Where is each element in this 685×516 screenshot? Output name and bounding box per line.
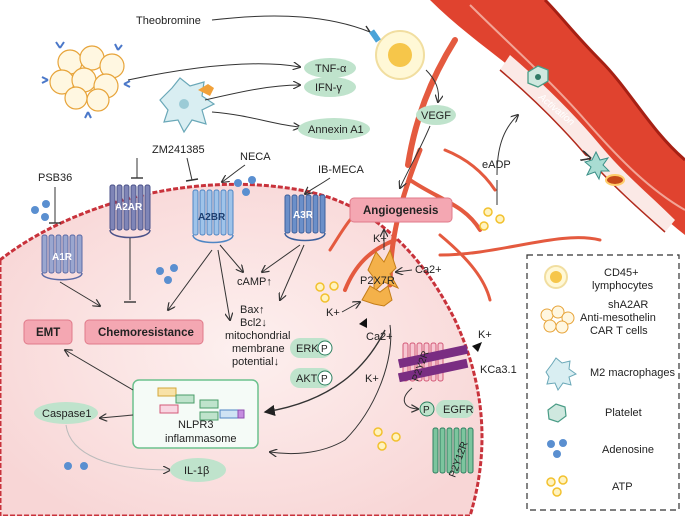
a3r-receptor [284, 194, 326, 242]
psb36-label: PSB36 [38, 172, 72, 184]
caspase1-label: Caspase1 [42, 408, 92, 420]
car-t-cell-cluster-icon [41, 41, 131, 119]
k-plus-label-right: K+ [478, 329, 492, 341]
annexin-a1-label: Annexin A1 [308, 124, 364, 136]
k-plus-label-top: K+ [373, 233, 387, 245]
chemoresistance-box [84, 319, 204, 345]
emt-box [23, 319, 73, 345]
legend-adenosine-label: Adenosine [602, 444, 654, 456]
camp-label: cAMP↑ [237, 276, 272, 288]
nlrp3-complex-icon [157, 387, 245, 421]
egfr-box [436, 400, 474, 418]
legend-atp-icon [546, 475, 568, 497]
p2x7r-receptor [361, 248, 400, 307]
potential-label: potential↓ [232, 356, 279, 368]
a2br-label: A2BR [198, 212, 226, 223]
legend-car-t-line2: Anti-mesothelin [580, 312, 656, 324]
a1r-receptor [41, 234, 83, 281]
legend-macrophage-icon [545, 357, 578, 392]
angiogenesis-label: Angiogenesis [363, 205, 438, 217]
erk-label: ERK [296, 343, 319, 355]
erk-p-label: P [321, 344, 328, 355]
cd45-lymphocyte-icon [369, 29, 425, 80]
membrane-label: membrane [232, 343, 285, 355]
tnf-alpha-oval [304, 58, 356, 78]
egfr-label: EGFR [443, 404, 474, 416]
blood-vessel [328, 0, 685, 302]
a2ar-receptor [109, 184, 151, 239]
nlrp3-label: NLPR3 [178, 419, 213, 431]
zm241385-label: ZM241385 [152, 144, 205, 156]
tnf-alpha-label: TNF-α [315, 63, 347, 75]
ifn-gamma-label: IFN-γ [315, 82, 342, 94]
ca2-label-top: Ca2+ [415, 264, 442, 276]
ib-meca-label: IB-MECA [318, 164, 365, 176]
chemoresistance-label: Chemoresistance [98, 327, 194, 339]
kca31-label: KCa3.1 [480, 364, 517, 376]
k-plus-label-low: K+ [365, 373, 379, 385]
a3r-label: A3R [293, 210, 314, 221]
vegf-oval [416, 105, 456, 125]
legend-platelet-label: Platelet [605, 407, 642, 419]
activated-platelet-icon [583, 150, 611, 181]
mitochondrial-label: mitochondrial [225, 330, 290, 342]
neca-label: NECA [240, 151, 271, 163]
emt-label: EMT [36, 327, 60, 339]
bax-label: Bax↑ [240, 304, 264, 316]
legend-car-t-line3: CAR T cells [590, 325, 648, 337]
eadp-label: eADP [482, 159, 511, 171]
legend-atp-label: ATP [612, 481, 633, 493]
akt-p-label: P [321, 374, 328, 385]
akt-label: AKT [296, 373, 318, 385]
a1r-label: A1R [52, 252, 73, 263]
caspase1-oval [34, 402, 98, 424]
theobromine-label: Theobromine [136, 15, 201, 27]
legend-car-t-line1: shA2AR [608, 299, 648, 311]
legend-platelet-icon [547, 403, 567, 423]
legend-lymphocyte-line2: lymphocytes [592, 280, 654, 292]
ca2-label-mid: Ca2+ [366, 331, 393, 343]
il1b-oval [170, 458, 226, 482]
p2x7r-label: P2X7R [360, 275, 395, 287]
bcl2-label: Bcl2↓ [240, 317, 267, 329]
a2br-receptor [192, 189, 234, 244]
kca31-channel [397, 344, 469, 383]
egfr-p-label: P [423, 405, 430, 416]
rbc-icon [605, 174, 625, 186]
legend-car-t-icon [540, 305, 575, 334]
angiogenesis-box [349, 197, 453, 223]
il1b-label: IL-1β [184, 465, 209, 477]
nlrp3-box [132, 379, 259, 449]
m2-macrophage-icon [159, 77, 216, 134]
vegf-label: VEGF [421, 110, 451, 122]
legend-adenosine-icon [547, 439, 567, 458]
legend-lymphocyte-line1: CD45+ [604, 267, 639, 279]
inflammasome-label: inflammasome [165, 433, 237, 445]
a2ar-label: A2AR [115, 202, 143, 213]
legend-macrophage-label: M2 macrophages [590, 367, 675, 379]
atp-molecules [315, 207, 505, 451]
p2y12r-receptor [432, 427, 474, 474]
platelet-icon [527, 65, 549, 88]
k-plus-label-mid: K+ [326, 307, 340, 319]
annexin-a1-oval [298, 118, 370, 140]
adenosine-molecules [31, 176, 256, 470]
ifn-gamma-oval [304, 77, 356, 97]
